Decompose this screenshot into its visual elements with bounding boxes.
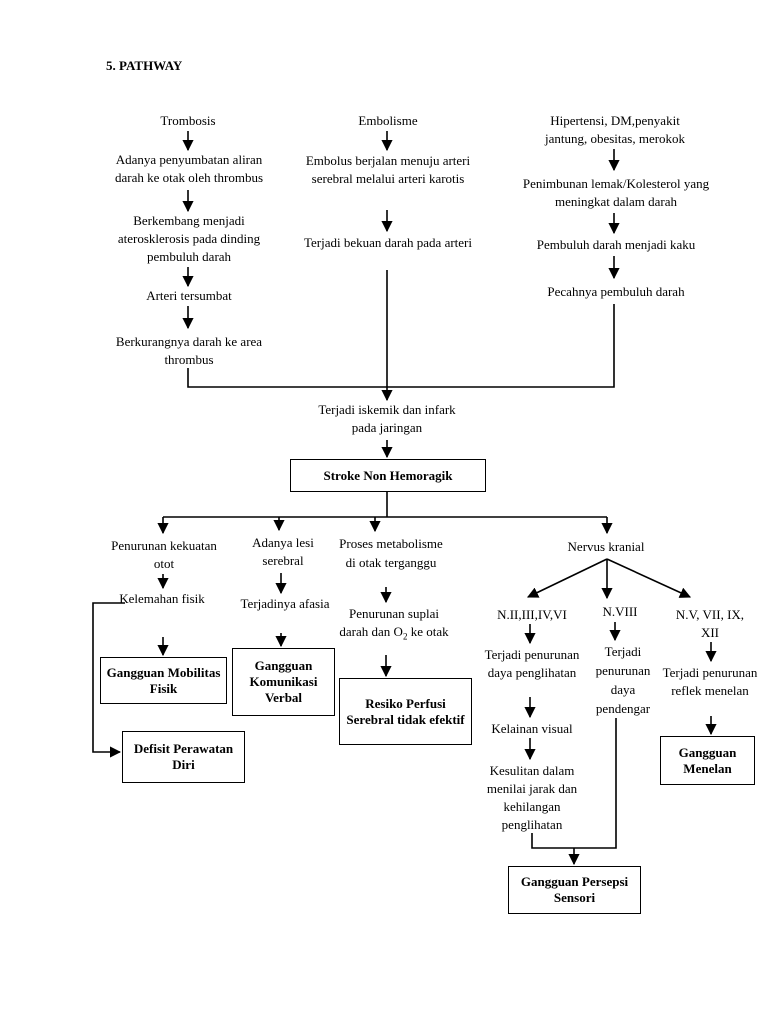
lesi-title: Adanya lesi serebral (252, 535, 314, 568)
dx-gangguan-menelan: Gangguan Menelan (660, 736, 755, 785)
iskemik-node: Terjadi iskemik dan infark pada jaringan (318, 402, 456, 435)
n3-title: N.V, VII, IX, XII (675, 607, 745, 640)
n2-title: N.VIII (602, 604, 638, 619)
n1-title: N.II,III,IV,VI (497, 607, 567, 622)
page-heading: 5. PATHWAY (106, 58, 183, 73)
hipertensi-step-3: Pecahnya pembuluh darah (547, 284, 685, 299)
trombosis-step-4: Berkurangnya darah ke area thrombus (115, 334, 263, 367)
hipertensi-step-2: Pembuluh darah menjadi kaku (536, 237, 696, 252)
cause-trombosis: Trombosis (160, 113, 216, 128)
cause-embolisme: Embolisme (358, 113, 418, 128)
dx-komunikasi-verbal: Gangguan Komunikasi Verbal (232, 648, 335, 716)
embolisme-step-1: Embolus berjalan menuju arteri serebral … (305, 153, 471, 186)
n1-step-1: Terjadi penurunan daya penglihatan (484, 647, 580, 680)
motor-step: Kelemahan fisik (119, 591, 205, 606)
arrow-to-n1 (526, 558, 608, 598)
dx-persepsi-sensori: Gangguan Persepsi Sensori (508, 866, 641, 914)
metabolisme-step: Penurunan suplai darah dan O2 ke otak (339, 606, 449, 642)
metabolisme-title: Proses metabolisme di otak terganggu (339, 536, 443, 570)
nervus-title: Nervus kranial (567, 539, 645, 554)
trombosis-step-2: Berkembang menjadi aterosklerosis pada d… (117, 213, 261, 264)
arrow-motor-defisit (92, 602, 125, 758)
dx-defisit-perawatan-diri: Defisit Perawatan Diri (122, 731, 245, 783)
n3-step: Terjadi penurunan reflek menelan (662, 665, 758, 698)
lesi-step: Terjadinya afasia (240, 596, 330, 611)
dx-mobilitas-fisik: Gangguan Mobilitas Fisik (100, 657, 227, 704)
merge-line (187, 304, 615, 388)
n1-step-3: Kesulitan dalam menilai jarak dan kehila… (486, 763, 578, 832)
arrow-to-n3 (606, 558, 692, 598)
stroke-box: Stroke Non Hemoragik (290, 459, 486, 492)
dx-resiko-perfusi-serebral: Resiko Perfusi Serebral tidak efektif (339, 678, 472, 745)
persepsi-merge-line (531, 718, 617, 849)
trombosis-step-3: Arteri tersumbat (146, 288, 232, 303)
motor-title: Penurunan kekuatan otot (111, 538, 217, 571)
cause-hipertensi: Hipertensi, DM,penyakit jantung, obesita… (544, 113, 686, 146)
embolisme-step-2: Terjadi bekuan darah pada arteri (304, 235, 472, 250)
hipertensi-step-1: Penimbunan lemak/Kolesterol yang meningk… (522, 176, 710, 209)
n2-step: Terjadi penurunan daya pendengar (595, 644, 651, 716)
trombosis-step-1: Adanya penyumbatan aliran darah ke otak … (114, 152, 263, 185)
n1-step-2: Kelainan visual (491, 721, 573, 736)
